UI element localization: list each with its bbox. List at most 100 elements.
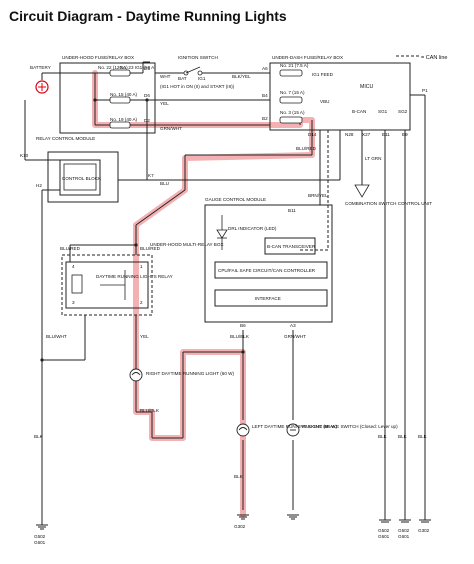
drl-relay <box>65 261 149 309</box>
wire-blk-mid: BLK <box>234 474 244 479</box>
ground-label-5: G302 <box>418 528 430 533</box>
ground-label-2: G302 <box>234 524 246 529</box>
ground-label-3b: G601 <box>378 534 390 539</box>
ground-label-1: G502 <box>34 534 46 539</box>
highlight-path <box>92 70 315 518</box>
wires <box>24 61 426 525</box>
control-block-icon <box>63 163 97 191</box>
label-f23: No. 23 IG1 (50 A) <box>120 65 156 70</box>
label-f19: No. 19 (40 A) <box>110 117 138 122</box>
can-line-legend <box>300 55 420 251</box>
ground-label-1b: G601 <box>34 540 46 545</box>
pin-a3: A3 <box>290 323 296 328</box>
label-p1: P1 <box>422 88 428 93</box>
label-relay-ctrl: RELAY CONTROL MODULE <box>36 136 95 141</box>
pin-n28: N28 <box>345 132 354 137</box>
wire-blk-left: BLK <box>34 434 44 439</box>
label-uh-fuse-box: UNDER-HOOD FUSE/RELAY BOX <box>62 55 134 60</box>
uh-relay-box <box>61 254 153 316</box>
right-drl-bulb-icon <box>129 368 143 382</box>
interface-block <box>214 289 328 307</box>
label-f3: No. 3 (15 A) <box>280 110 305 115</box>
ground-label-3: G502 <box>378 528 390 533</box>
label-f21: No. 21 (7.5 A) <box>280 63 309 68</box>
label-gcm: GAUGE CONTROL MODULE <box>205 197 266 202</box>
label-bcan: B-CAN <box>352 109 366 114</box>
label-f7: No. 7 (15 A) <box>280 90 305 95</box>
wire-blk-r1: BLK <box>378 434 388 439</box>
pin-b2: B2 <box>262 116 268 121</box>
pin-d14: D14 <box>308 132 317 137</box>
cpu-block <box>214 261 328 279</box>
label-left-drl: LEFT DAYTIME RUNNING LIGHT (60 W) <box>252 424 337 429</box>
label-right-drl: RIGHT DAYTIME RUNNING LIGHT (60 W) <box>146 371 235 376</box>
ignition-switch-icon <box>183 66 203 76</box>
pin-g1: G1 <box>144 66 151 71</box>
pin-b6: B6 <box>240 323 246 328</box>
wire-blu-wht: BLU/WHT <box>46 334 67 339</box>
label-drl-relay: DAYTIME RUNNING LIGHTS RELAY <box>96 274 173 279</box>
pin-e9: E9 <box>402 132 408 137</box>
label-ig1: IG1 <box>198 76 206 81</box>
wire-brn-yel: BRN/YEL <box>308 193 328 198</box>
wire-blu-red-relay: BLU/RED <box>140 246 161 251</box>
pin-r2: 2 <box>140 300 143 305</box>
pin-r1: 1 <box>140 264 143 269</box>
wire-lt-grn: LT GRN <box>365 156 381 161</box>
wire-blk-r3: BLK <box>418 434 428 439</box>
pin-k7: K7 <box>148 173 154 178</box>
label-micu: MICU <box>360 84 374 90</box>
can-line-label: = CAN line <box>421 55 447 61</box>
label-vbu: VBU <box>320 99 329 104</box>
label-drl-indicator: DRL INDICATOR (LED) <box>228 226 277 231</box>
junction-dots <box>40 98 245 362</box>
wire-grn-wht2: GRN/WHT <box>284 334 306 339</box>
pin-x27: X27 <box>362 132 371 137</box>
label-sg2: SG2 <box>398 109 408 114</box>
wire-grn-wht: GRN/WHT <box>160 126 182 131</box>
wire-yel-lower: YEL <box>140 334 149 339</box>
wire-blu-red-l: BLU/RED <box>60 246 81 251</box>
label-f22: No. 22 (120 A) <box>98 65 128 70</box>
label-ignition-switch: IGNITION SWITCH <box>178 55 218 60</box>
bcan-transceiver-block <box>264 237 316 255</box>
drl-indicator-icon <box>216 215 228 250</box>
pin-b4: B4 <box>262 93 268 98</box>
label-bat: BAT <box>178 76 187 81</box>
pin-r3: 3 <box>72 300 75 305</box>
gauge-control-module <box>204 204 333 323</box>
ground-icon <box>36 514 431 530</box>
pin-e11: E11 <box>382 132 390 137</box>
label-battery: BATTERY <box>30 65 51 70</box>
control-block <box>59 159 101 196</box>
wire-wht: WHT <box>160 74 171 79</box>
wire-blk-yel: BLK/YEL <box>232 74 251 79</box>
wire-blu-blk2: BLU/BLK <box>230 334 250 339</box>
pin-k10: K10 <box>20 153 29 158</box>
ground-label-4b: G601 <box>398 534 410 539</box>
pin-d6: D6 <box>144 93 150 98</box>
label-sg1: SG1 <box>378 109 388 114</box>
label-ig1-note: (IG1 HOT in ON (II) and START (III)) <box>160 84 235 89</box>
left-drl-bulb-icon <box>236 423 250 437</box>
pin-d2: D2 <box>144 118 150 123</box>
label-interface: INTERFACE <box>255 296 281 301</box>
pin-b11: B11 <box>288 208 296 213</box>
relay-control-module <box>47 151 119 203</box>
label-cpu: CPU/FAIL SAFE CIRCUIT/CAN CONTROLLER <box>218 268 316 273</box>
label-f15: No. 15 (40 A) <box>110 92 138 97</box>
wire-blu-red-top: BLU/RED <box>296 146 317 151</box>
combination-switch-icon <box>354 184 370 198</box>
label-ig1-feed: IG1 FEED <box>312 72 334 77</box>
wire-blu-blk: BLU/BLK <box>140 408 160 413</box>
wire-blk-r2: BLK <box>398 434 408 439</box>
label-combo-switch: COMBINATION SWITCH CONTROL UNIT <box>345 201 432 206</box>
relay-coil-icon <box>71 270 126 300</box>
label-parking-brake: PARKING BRAKE SWITCH (Closed: Lever up) <box>302 424 398 429</box>
under-dash-fuse-box <box>269 62 411 131</box>
fuse-icon <box>109 69 303 129</box>
wire-yel: YEL <box>160 101 169 106</box>
ground-label-4: G502 <box>398 528 410 533</box>
under-hood-fuse-box <box>59 62 156 134</box>
